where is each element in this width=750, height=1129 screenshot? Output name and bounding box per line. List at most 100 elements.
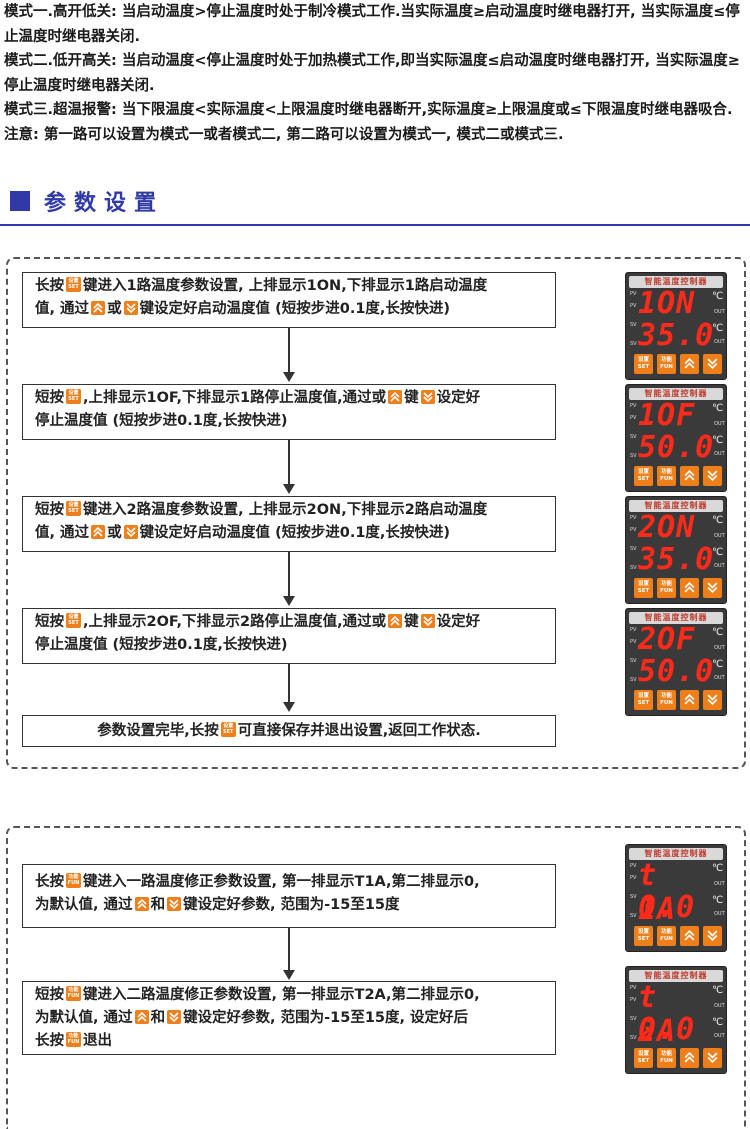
lower-display: 0.0 bbox=[638, 1012, 696, 1047]
step2-text-a: 短按 bbox=[35, 390, 64, 406]
down-key-icon bbox=[420, 390, 435, 404]
step3-text-a: 短按 bbox=[35, 502, 64, 518]
step4-text-b: ,上排显示2OF,下排显示2路停止温度值,通过或 bbox=[83, 614, 387, 630]
controller-header: 智能温度控制器 bbox=[629, 500, 723, 512]
pv-label: PV bbox=[630, 639, 637, 645]
step3-text-c: 值, 通过 bbox=[35, 525, 90, 541]
up-button bbox=[680, 1048, 699, 1068]
heading-square-icon bbox=[10, 191, 30, 211]
sv-label: SV bbox=[630, 434, 637, 440]
pv-label: PV bbox=[630, 303, 637, 309]
up-key-icon bbox=[134, 897, 149, 911]
step2-text-c: 键 bbox=[404, 390, 419, 406]
upper-display: 1ON bbox=[638, 286, 696, 321]
corr1-text-c: 为默认值, 通过 bbox=[35, 897, 133, 913]
up-key-icon bbox=[388, 390, 403, 404]
out-label: OUT bbox=[714, 645, 725, 651]
flow-arrow-icon bbox=[283, 702, 295, 712]
flow-arrow-icon bbox=[283, 484, 295, 494]
out-label: OUT bbox=[714, 1003, 725, 1009]
pv-label: PV bbox=[630, 403, 637, 409]
lower-display: 50.0 bbox=[638, 654, 715, 689]
lower-display: 50.0 bbox=[638, 430, 715, 465]
flow-line bbox=[288, 664, 290, 704]
step1-text-b: 键进入1路温度参数设置, 上排显示1ON,下排显示1路启动温度 bbox=[83, 278, 488, 294]
corr1-text-e: 键设定好参数, 范围为-15至15度 bbox=[183, 897, 400, 913]
corr1-text-d: 和 bbox=[150, 897, 166, 913]
lower-display: 35.0 bbox=[638, 318, 715, 353]
step4-text-d: 设定好 bbox=[436, 614, 481, 630]
flow-arrow-icon bbox=[283, 596, 295, 606]
celsius-unit: ℃ bbox=[712, 323, 724, 334]
final-text-a: 参数设置完毕,长按 bbox=[97, 723, 219, 739]
pv-label: PV bbox=[630, 515, 637, 521]
step3-text-e: 键设定好启动温度值 (短按步进0.1度,长按快进) bbox=[139, 525, 451, 541]
lower-display: 35.0 bbox=[638, 542, 715, 577]
step4-text-c: 键 bbox=[404, 614, 419, 630]
out-label: OUT bbox=[714, 675, 725, 681]
celsius-unit: ℃ bbox=[712, 863, 724, 874]
flow-line bbox=[288, 328, 290, 374]
up-key-icon bbox=[388, 614, 403, 628]
pv-label: PV bbox=[630, 415, 637, 421]
controller-header: 智能温度控制器 bbox=[629, 848, 723, 860]
corr2-text-d: 和 bbox=[150, 1010, 166, 1026]
up-key-icon bbox=[91, 525, 106, 539]
step2-text-b: ,上排显示1OF,下排显示1路停止温度值,通过或 bbox=[83, 390, 387, 406]
down-button bbox=[703, 466, 722, 486]
down-button bbox=[703, 926, 722, 946]
down-button bbox=[703, 1048, 722, 1068]
corr2-text-c: 为默认值, 通过 bbox=[35, 1010, 133, 1026]
celsius-unit: ℃ bbox=[712, 985, 724, 996]
up-key-icon bbox=[134, 1010, 149, 1024]
out-label: OUT bbox=[714, 911, 725, 917]
flow-arrow-icon bbox=[283, 372, 295, 382]
pv-label: PV bbox=[630, 985, 637, 991]
out-label: OUT bbox=[714, 451, 725, 457]
out-label: OUT bbox=[714, 881, 725, 887]
step3-text-d: 或 bbox=[107, 525, 122, 541]
celsius-unit: ℃ bbox=[712, 627, 724, 638]
step2-text-e: 停止温度值 (短按步进0.1度,长按快进) bbox=[35, 413, 288, 429]
down-button bbox=[703, 578, 722, 598]
corr2-text-a: 短按 bbox=[35, 987, 64, 1003]
up-button bbox=[680, 690, 699, 710]
down-key-icon bbox=[420, 614, 435, 628]
corr2-text-g: 退出 bbox=[83, 1033, 112, 1049]
controller-header: 智能温度控制器 bbox=[629, 388, 723, 400]
step4-text-a: 短按 bbox=[35, 614, 64, 630]
flow-line bbox=[288, 440, 290, 486]
upper-display: t 1A bbox=[638, 858, 677, 927]
flow-arrow-icon bbox=[283, 970, 295, 980]
corr1-text-b: 键进入一路温度修正参数设置, 第一排显示T1A,第二排显示0, bbox=[83, 874, 480, 890]
celsius-unit: ℃ bbox=[712, 291, 724, 302]
up-button bbox=[680, 466, 699, 486]
mode3-text: 模式三.超温报警: 当下限温度<实际温度<上限温度时继电器断开,实际温度≥上限温… bbox=[4, 102, 733, 118]
controller-header: 智能温度控制器 bbox=[629, 970, 723, 982]
intro-text: 模式一.高开低关: 当启动温度>停止温度时处于制冷模式工作.当实际温度≥启动温度… bbox=[4, 0, 748, 147]
upper-display: 2ON bbox=[638, 510, 696, 545]
controller-header: 智能温度控制器 bbox=[629, 612, 723, 624]
out-label: OUT bbox=[714, 533, 725, 539]
down-button bbox=[703, 690, 722, 710]
sv-label: SV bbox=[630, 565, 637, 571]
